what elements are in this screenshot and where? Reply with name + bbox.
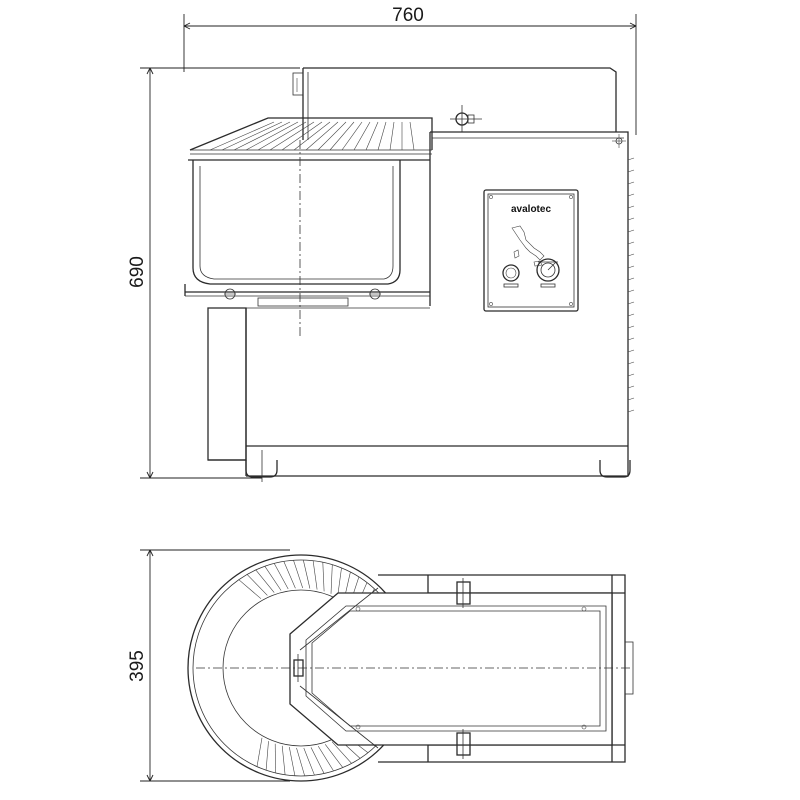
dimension-depth: 395	[127, 549, 290, 782]
center-hub	[196, 654, 632, 682]
front-wheel	[245, 450, 278, 482]
pedestal	[207, 307, 430, 476]
guard-spoke	[337, 567, 342, 597]
vent-slots	[627, 157, 635, 413]
guard-hinge-bottom	[299, 685, 476, 759]
pivot-bolt	[450, 105, 482, 132]
bowl	[184, 140, 430, 336]
guard-hinge-top	[299, 578, 476, 651]
guard-spoke	[289, 747, 296, 776]
brand-logo: avalotec	[511, 204, 551, 215]
guard-spoke	[264, 566, 282, 591]
guard-spoke	[303, 747, 315, 776]
mixer-head	[292, 67, 617, 140]
guard-spoke	[256, 737, 263, 767]
height-value: 690	[127, 256, 148, 288]
guard-spoke	[322, 562, 325, 592]
power-switch-icon	[502, 264, 520, 288]
width-value: 760	[392, 5, 424, 26]
guard-spoke	[255, 569, 275, 593]
safety-guard-side	[189, 117, 433, 155]
dimension-height: 690	[127, 67, 300, 479]
guard-spoke	[265, 741, 269, 771]
guard-spoke	[310, 747, 325, 774]
rear-foot	[599, 460, 631, 478]
guard-spoke	[303, 559, 311, 589]
dimension-width: 760	[183, 5, 637, 135]
guard-spoke	[246, 574, 268, 596]
guard-spoke	[312, 560, 318, 590]
guard-spoke	[317, 745, 334, 772]
italy-map-icon	[511, 225, 545, 267]
guard-spoke	[293, 560, 303, 589]
depth-value: 395	[127, 650, 148, 682]
guard-spoke	[331, 741, 352, 764]
guard-spoke	[238, 579, 262, 599]
guard-spoke	[281, 745, 286, 775]
guard-spoke	[273, 563, 289, 590]
control-panel: avalotec	[483, 189, 579, 312]
guard-spoke	[324, 744, 344, 768]
top-view	[187, 554, 634, 782]
mixer-body	[246, 131, 635, 477]
guard-spoke	[296, 747, 305, 776]
guard-spoke	[330, 564, 333, 594]
bowl-top	[289, 592, 613, 746]
side-view: avalotec	[184, 67, 635, 482]
guard-spoke	[283, 561, 296, 589]
timer-knob-icon	[536, 258, 560, 288]
